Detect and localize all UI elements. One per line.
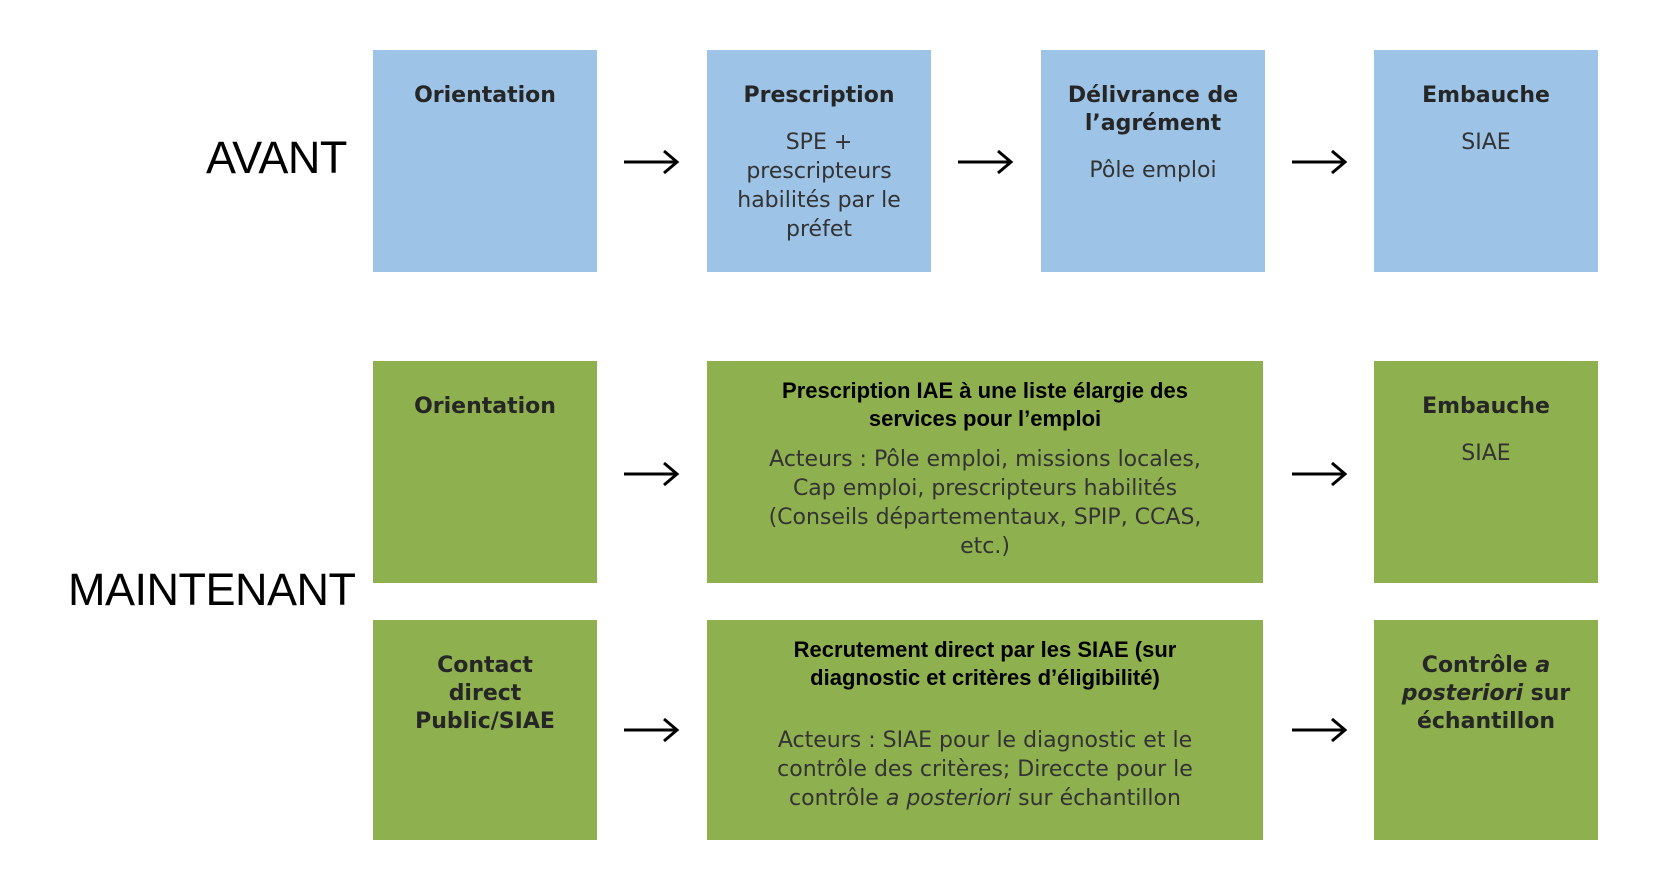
step-description: Pôle emploi [1089, 158, 1217, 183]
right-arrow-icon [1292, 717, 1348, 743]
row-label-avant: AVANT [206, 132, 347, 183]
step-box-delivrance-agrement: Délivrance de l’agrément Pôle emploi [1041, 50, 1265, 272]
right-arrow-icon [624, 149, 680, 175]
step-title: Contrôle a posteriori sur échantillon [1374, 652, 1598, 736]
right-arrow-icon [958, 149, 1014, 175]
step-title-italic: a posteriori [1401, 653, 1551, 706]
right-arrow-icon [1292, 149, 1348, 175]
step-box-orientation-avant: Orientation [373, 50, 597, 272]
step-box-embauche-maintenant: Embauche SIAE [1374, 361, 1598, 583]
step-title: Embauche [1422, 83, 1550, 108]
step-box-recrutement-direct: Recrutement direct par les SIAE (sur dia… [707, 620, 1263, 840]
step-title: Orientation [414, 83, 556, 108]
step-box-orientation-maintenant: Orientation [373, 361, 597, 583]
step-title: Contact direct Public/SIAE [415, 653, 555, 734]
step-title-part: Contrôle [1421, 653, 1536, 678]
step-description: SIAE [1461, 441, 1511, 466]
step-description-italic: a posteriori [885, 786, 1012, 811]
step-title: Orientation [414, 394, 556, 419]
step-box-prescription-avant: Prescription SPE + prescripteurs habilit… [707, 50, 931, 272]
row-label-maintenant: MAINTENANT [68, 564, 356, 615]
right-arrow-icon [1292, 461, 1348, 487]
step-title-part: sur échantillon [1416, 681, 1571, 734]
step-title: Prescription IAE à une liste élargie des… [782, 378, 1188, 431]
right-arrow-icon [624, 461, 680, 487]
step-box-controle-a-posteriori: Contrôle a posteriori sur échantillon [1374, 620, 1598, 840]
right-arrow-icon [624, 717, 680, 743]
step-box-embauche-avant: Embauche SIAE [1374, 50, 1598, 272]
step-box-contact-direct: Contact direct Public/SIAE [373, 620, 597, 840]
step-description: Acteurs : Pôle emploi, missions locales,… [768, 447, 1202, 559]
step-description: SPE + prescripteurs habilités par le pré… [737, 130, 901, 242]
step-description-part: sur échantillon [1011, 786, 1181, 811]
step-box-prescription-iae: Prescription IAE à une liste élargie des… [707, 361, 1263, 583]
step-title: Délivrance de l’agrément [1067, 83, 1239, 136]
step-title: Recrutement direct par les SIAE (sur dia… [793, 637, 1177, 690]
step-title: Prescription [743, 83, 895, 108]
step-description: Acteurs : SIAE pour le diagnostic et le … [707, 726, 1263, 813]
step-description-part: Acteurs : SIAE pour le diagnostic et le … [777, 728, 1193, 811]
step-title: Embauche [1422, 394, 1550, 419]
step-description: SIAE [1461, 130, 1511, 155]
